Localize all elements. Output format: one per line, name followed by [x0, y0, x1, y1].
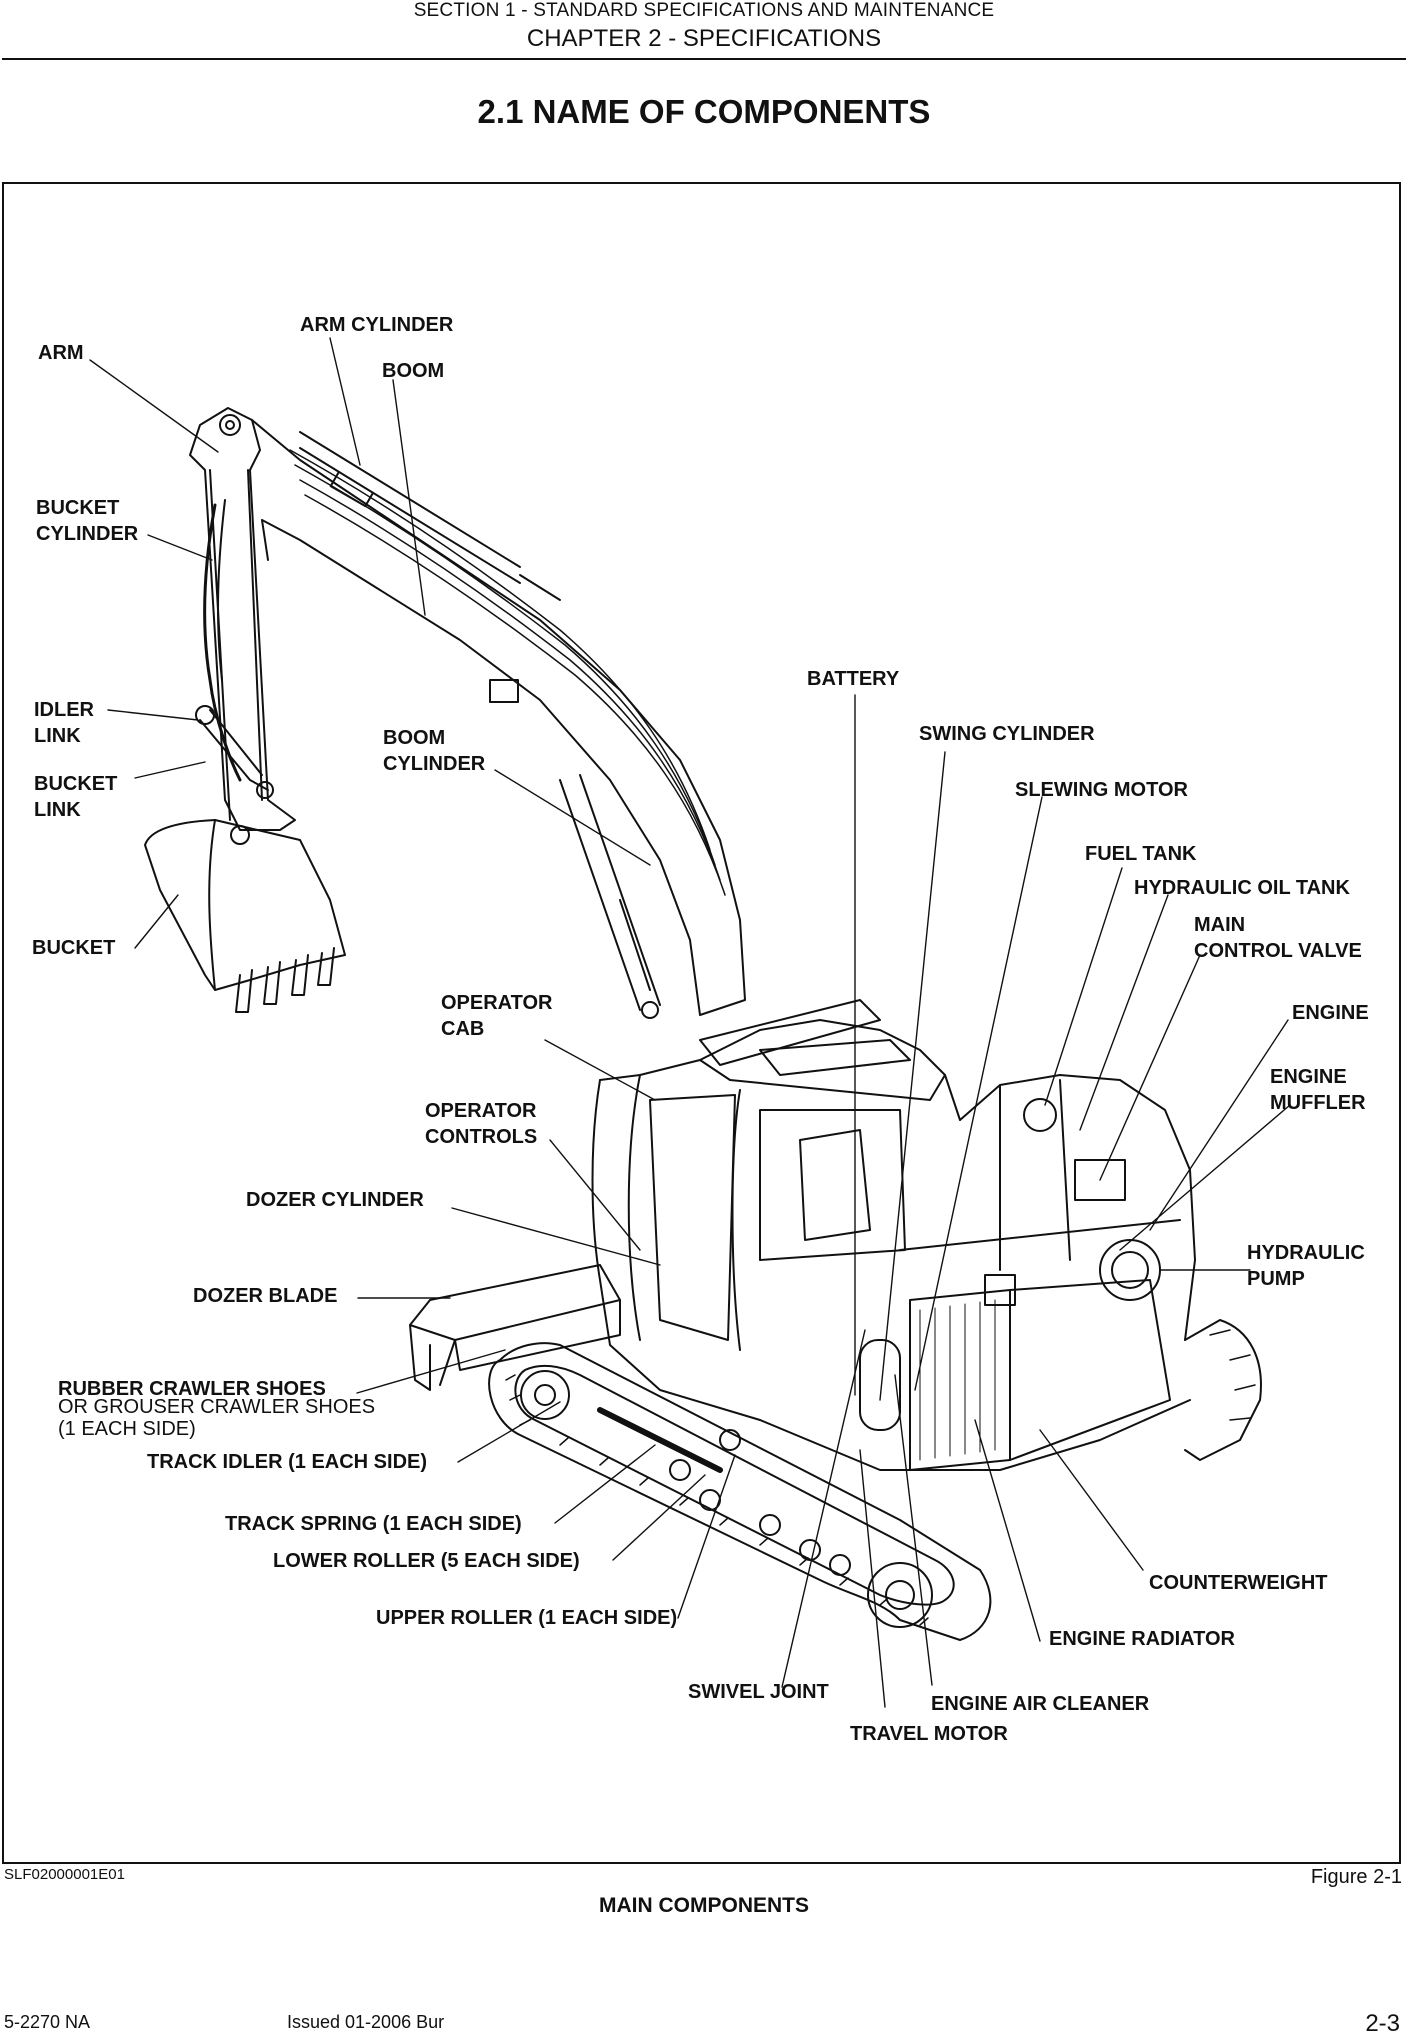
figure-number: Figure 2-1	[1310, 1866, 1402, 1888]
footer-doc-number: 5-2270 NA	[4, 2012, 91, 2032]
label-operator-cab: OPERATOR CAB	[441, 992, 553, 1040]
page-title: 2.1 NAME OF COMPONENTS	[477, 93, 931, 130]
label-engine-radiator: ENGINE RADIATOR	[1049, 1628, 1235, 1650]
footer-page-number: 2-3	[1365, 2010, 1400, 2037]
label-fuel-tank: FUEL TANK	[1085, 843, 1197, 865]
footer-issue: Issued 01-2006 Bur	[287, 2012, 445, 2032]
cab-drawing	[591, 999, 961, 1421]
label-dozer-blade: DOZER BLADE	[193, 1285, 338, 1307]
engine-compartment-drawing	[759, 1074, 1196, 1471]
arm-drawing	[189, 407, 296, 831]
links-drawing	[195, 705, 269, 791]
label-arm: ARM	[38, 342, 84, 364]
label-battery: BATTERY	[807, 668, 900, 690]
label-lower-roller: LOWER ROLLER (5 EACH SIDE)	[273, 1550, 580, 1572]
label-dozer-cylinder: DOZER CYLINDER	[246, 1189, 424, 1211]
label-track-spring: TRACK SPRING (1 EACH SIDE)	[225, 1513, 522, 1535]
track-drawing	[488, 1342, 992, 1641]
arm-cylinder-drawing	[293, 431, 561, 601]
figure-caption: MAIN COMPONENTS	[599, 1894, 809, 1917]
label-idler-link: IDLER LINK	[34, 699, 94, 747]
label-arm-cylinder: ARM CYLINDER	[300, 314, 454, 336]
label-main-control-valve: MAIN CONTROL VALVE	[1194, 914, 1362, 962]
label-track-idler: TRACK IDLER (1 EACH SIDE)	[147, 1451, 428, 1473]
label-boom: BOOM	[382, 360, 445, 382]
figure-id: SLF02000001E01	[4, 1866, 125, 1883]
header-divider	[2, 58, 1406, 60]
label-upper-roller: UPPER ROLLER (1 EACH SIDE)	[376, 1607, 678, 1629]
dozer-blade-drawing	[409, 1264, 621, 1391]
chapter-header: CHAPTER 2 - SPECIFICATIONS	[526, 25, 882, 52]
label-swivel-joint: SWIVEL JOINT	[688, 1681, 829, 1703]
label-bucket-cylinder: BUCKET CYLINDER	[36, 497, 139, 545]
label-hydraulic-pump: HYDRAULIC PUMP	[1247, 1242, 1365, 1290]
leader-lines	[89, 337, 1291, 1708]
label-counterweight: COUNTERWEIGHT	[1149, 1572, 1328, 1594]
section-header: SECTION 1 - STANDARD SPECIFICATIONS AND …	[413, 0, 995, 21]
label-operator-controls: OPERATOR CONTROLS	[425, 1100, 538, 1148]
label-hydraulic-oil-tank: HYDRAULIC OIL TANK	[1134, 877, 1350, 899]
label-bucket: BUCKET	[32, 937, 116, 959]
label-boom-cylinder: BOOM CYLINDER	[383, 727, 486, 775]
label-bucket-link: BUCKET LINK	[34, 773, 118, 821]
rear-track-drawing	[1184, 1319, 1262, 1461]
label-travel-motor: TRAVEL MOTOR	[850, 1723, 1008, 1745]
figure-frame	[2, 182, 1401, 1864]
label-engine-muffler: ENGINE MUFFLER	[1270, 1066, 1366, 1114]
label-rubber-crawler-shoes: RUBBER CRAWLER SHOES	[58, 1378, 326, 1400]
boom-drawing	[251, 419, 746, 1016]
boom-cylinder-drawing	[559, 774, 661, 1019]
label-engine: ENGINE	[1292, 1002, 1369, 1024]
bucket-drawing	[144, 781, 346, 1013]
label-grouser-crawler-shoes: OR GROUSER CRAWLER SHOES (1 EACH SIDE)	[58, 1396, 376, 1440]
label-swing-cylinder: SWING CYLINDER	[919, 723, 1095, 745]
label-engine-air-cleaner: ENGINE AIR CLEANER	[931, 1693, 1150, 1715]
label-slewing-motor: SLEWING MOTOR	[1015, 779, 1188, 801]
